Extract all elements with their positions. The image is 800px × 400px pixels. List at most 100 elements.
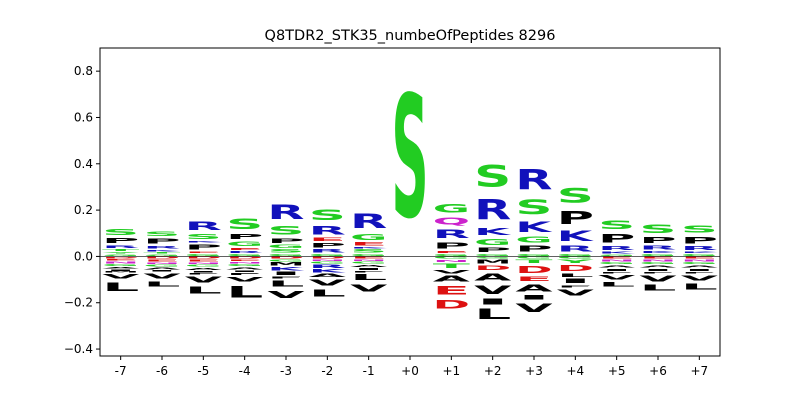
y-tick-label: 0.0 [74, 249, 93, 263]
logo-letter-D: D [515, 264, 552, 276]
logo-letter-I: I [226, 270, 263, 272]
logo-letter-K: K [143, 249, 181, 251]
x-tick-label: -7 [115, 364, 127, 378]
logo-letter-N: N [143, 262, 180, 264]
logo-letter-K: K [309, 269, 347, 274]
logo-letter-I: I [515, 294, 552, 301]
logo-letter-G: G [433, 256, 470, 259]
logo-letter-G: G [226, 264, 263, 267]
logo-letter-G: G [309, 262, 346, 265]
logo-letter-R: R [350, 210, 387, 233]
logo-letter-G: G [267, 244, 304, 249]
logo-letter-F: F [681, 272, 718, 274]
logo-letter-F: F [267, 276, 304, 279]
logo-letter-T: T [433, 263, 471, 270]
logo-letter-V: V [102, 273, 140, 280]
logo-letter-K: K [185, 241, 223, 243]
logo-letter-S: S [226, 216, 263, 232]
x-tick-label: +2 [484, 364, 502, 378]
logo-letter-K: K [267, 267, 305, 272]
logo-letter-G: G [143, 254, 180, 256]
logo-letter-P: P [515, 244, 552, 253]
logo-letter-S: S [143, 230, 180, 237]
y-tick-label: 0.4 [74, 157, 93, 171]
logo-letter-S: S [474, 159, 511, 194]
logo-letter-E: E [350, 256, 387, 259]
logo-letter-K: K [515, 219, 553, 235]
logo-letter-A: A [433, 274, 471, 283]
logo-letter-I: I [598, 268, 635, 271]
logo-letter-E: E [350, 242, 387, 247]
logo-letter-G: G [350, 254, 387, 257]
logo-letter-A: A [102, 267, 140, 269]
logo-letter-G: G [515, 254, 552, 257]
logo-letter-S: S [267, 249, 304, 254]
logo-letter-I: I [557, 278, 594, 285]
logo-letter-P: P [474, 247, 511, 254]
logo-letter-G: G [309, 254, 346, 257]
logo-letter-G: G [226, 240, 263, 247]
logo-letter-G: G [267, 259, 304, 262]
logo-letter-S: S [350, 249, 387, 254]
logo-letter-I: I [267, 271, 304, 276]
logo-letter-A: A [185, 267, 223, 270]
logo-letter-D: D [557, 264, 594, 273]
logo-letter-G: G [185, 264, 222, 267]
logo-letter-L: L [143, 280, 180, 288]
logo-letter-P: P [639, 236, 676, 245]
x-tick-label: +4 [566, 364, 584, 378]
logo-letter-Q: Q [433, 216, 470, 227]
logo-letter-D: D [309, 257, 346, 260]
logo-letter-A: A [350, 264, 388, 267]
logo-letter-E: E [226, 259, 263, 261]
logo-letter-S: S [185, 233, 222, 241]
y-tick-label: 0.6 [74, 110, 93, 124]
logo-letter-N: N [350, 259, 387, 261]
logo-letter-M: M [102, 271, 139, 273]
y-tick-label: −0.2 [64, 296, 93, 310]
logo-letter-S: S [102, 228, 139, 237]
logo-glyphs: GYTRPSDENGAIMVLGTKRPSDENGAIVLGEPKSRDENGA… [101, 61, 719, 323]
logo-letter-P: P [598, 232, 635, 246]
x-tick-label: -5 [197, 364, 209, 378]
logo-letter-E: E [185, 259, 222, 262]
logo-letter-P: P [143, 237, 180, 245]
logo-letter-A: A [226, 267, 264, 270]
logo-letter-V: V [309, 278, 347, 287]
logo-letter-V: V [350, 282, 387, 293]
logo-letter-G: G [639, 254, 676, 257]
logo-letter-V: V [226, 276, 264, 283]
logo-letter-L: L [598, 281, 635, 288]
logo-letter-L: L [267, 279, 304, 288]
logo-letter-G: G [350, 233, 387, 242]
logo-letter-S: S [391, 61, 428, 257]
logo-letter-E: E [433, 284, 470, 298]
logo-letter-V: V [185, 275, 223, 284]
logo-letter-T: T [143, 252, 181, 254]
logo-letter-M: M [474, 259, 511, 265]
logo-letter-G: G [226, 254, 263, 257]
logo-letter-E: E [185, 251, 222, 253]
logo-letter-G: G [515, 256, 552, 259]
x-tick-label: +0 [401, 364, 419, 378]
logo-letter-T: T [102, 249, 140, 252]
logo-letter-P: P [267, 237, 304, 244]
x-tick-label: -2 [321, 364, 333, 378]
logo-letter-E: E [515, 276, 552, 283]
logo-letter-S: S [267, 223, 304, 237]
y-tick-label: −0.4 [64, 342, 93, 356]
logo-letter-L: L [557, 273, 594, 278]
logo-letter-N: N [226, 262, 263, 264]
logo-letter-A: A [515, 283, 552, 294]
logo-letter-E: E [598, 256, 635, 259]
logo-letter-I: I [474, 297, 511, 306]
logo-letter-R: R [185, 219, 222, 233]
logo-letter-A: A [639, 265, 677, 268]
logo-letter-F: F [639, 272, 676, 274]
logo-letter-R: R [433, 227, 470, 241]
logo-letter-V: V [433, 270, 471, 275]
logo-letter-R: R [309, 249, 346, 254]
logo-letter-R: R [639, 245, 676, 251]
logo-letter-A: A [474, 272, 511, 283]
logo-letter-V: V [598, 274, 636, 281]
